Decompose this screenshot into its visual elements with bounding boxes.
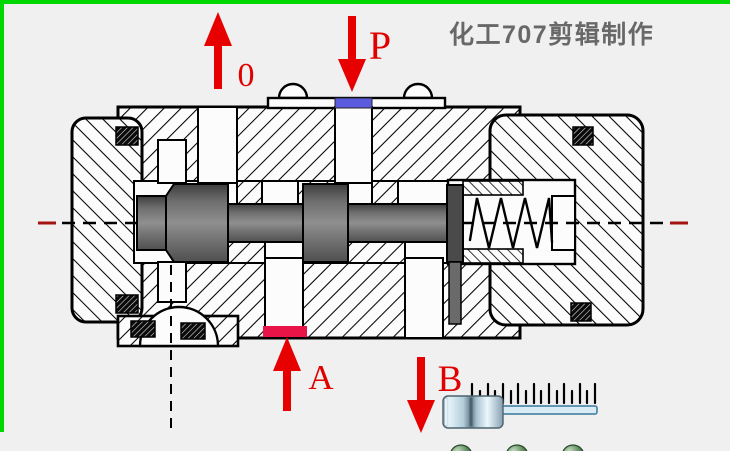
port-o-label: 0 (238, 57, 255, 94)
slider-knob-icon[interactable] (442, 395, 504, 429)
spool-stem (136, 195, 167, 251)
spring-cup-lip-top (462, 180, 524, 196)
slider-track[interactable] (499, 405, 598, 415)
return-spring (468, 197, 554, 249)
spring-seat-pin (448, 261, 462, 325)
spring-cup-lip-bottom (462, 248, 524, 264)
port-p-channel (334, 106, 373, 184)
watermark-title: 化工707剪辑制作 (449, 20, 654, 49)
spool-rod-1 (227, 203, 304, 243)
speed-slider[interactable] (442, 382, 598, 429)
port-o-channel (197, 106, 238, 184)
spool-land-2 (302, 183, 349, 263)
frame-edge-top (0, 0, 730, 4)
left-end-cap (70, 116, 144, 324)
port-b-channel (404, 257, 444, 339)
top-plate-dome-right (402, 82, 434, 100)
top-plate-dome-left (277, 82, 309, 100)
port-p-label: P (369, 23, 391, 68)
spring-seat (446, 184, 464, 263)
port-a-label: A (308, 358, 334, 397)
spool (136, 183, 464, 325)
gland-slot-top (157, 139, 187, 184)
control-button-2[interactable] (506, 444, 528, 451)
port-o-arrow-up-icon (204, 12, 232, 89)
port-a-arrow-up-icon (273, 337, 301, 411)
spool-rod-2 (347, 203, 448, 243)
spool-land-1 (165, 183, 229, 263)
frame-edge-left (0, 0, 4, 432)
port-a-channel (264, 257, 304, 339)
flow-arrows (204, 12, 435, 433)
port-p-arrow-down-icon (338, 16, 366, 92)
seal-rings (115, 126, 594, 340)
control-button-1[interactable] (450, 444, 472, 451)
port-b-label: B (438, 359, 463, 400)
port-b-arrow-down-icon (407, 357, 435, 433)
control-button-3[interactable] (562, 444, 584, 451)
player-buttons (450, 444, 584, 451)
port-p-marker (334, 97, 373, 109)
port-a-marker (263, 326, 307, 337)
